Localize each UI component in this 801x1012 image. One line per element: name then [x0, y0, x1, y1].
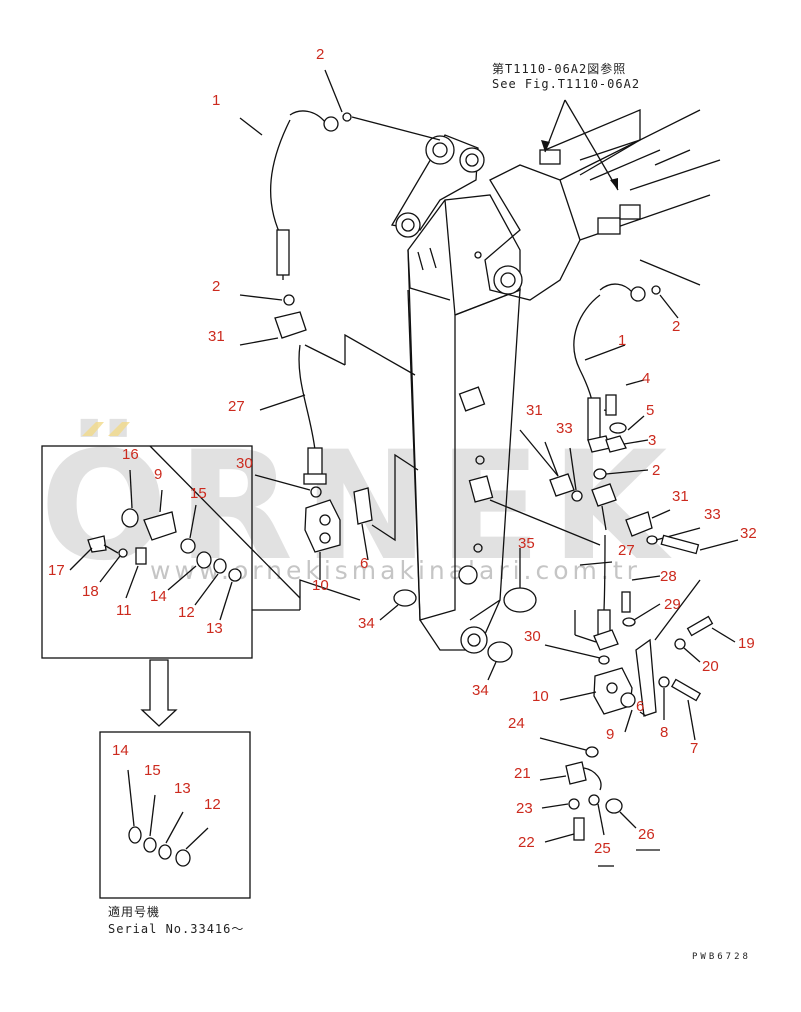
ref-32: 32 [740, 525, 757, 542]
ref-31: 31 [672, 488, 689, 505]
ref-1: 1 [618, 332, 627, 349]
ref-14: 14 [150, 588, 167, 605]
ref-19: 19 [738, 635, 755, 652]
ref-11: 11 [116, 602, 132, 619]
valve-right [559, 579, 736, 741]
see-fig-en: See Fig.T1110-06A2 [492, 77, 641, 91]
ref-17: 17 [48, 562, 65, 579]
ref-20: 20 [702, 658, 719, 675]
ref-14: 14 [112, 742, 129, 759]
inset-box [41, 445, 301, 659]
ref-30: 30 [524, 628, 541, 645]
ref-13: 13 [206, 620, 223, 637]
ref-13: 13 [174, 780, 191, 797]
drawing-code: PWB6728 [692, 952, 751, 962]
hose-left [239, 69, 441, 306]
ref-10: 10 [532, 688, 549, 705]
part-34 [487, 641, 513, 663]
ref-21: 21 [514, 765, 531, 782]
ref-25: 25 [594, 840, 611, 857]
ref-27: 27 [228, 398, 245, 415]
down-arrow [140, 659, 178, 727]
ref-33: 33 [704, 506, 721, 523]
ref-27: 27 [618, 542, 635, 559]
ref-22: 22 [518, 834, 535, 851]
ref-5: 5 [646, 402, 655, 419]
serial-jp: 適用号機 [108, 905, 161, 919]
hose-right-27 [544, 534, 661, 665]
ref-15: 15 [190, 485, 207, 502]
ref-35: 35 [518, 535, 535, 552]
hose-right [573, 283, 679, 480]
ref-34: 34 [472, 682, 489, 699]
ref-8: 8 [660, 724, 669, 741]
ref-2: 2 [316, 46, 325, 63]
ref-9: 9 [606, 726, 615, 743]
ref-2: 2 [212, 278, 221, 295]
ref-6: 6 [360, 555, 369, 572]
ref-18: 18 [82, 583, 99, 600]
clamp-left [239, 311, 416, 498]
ref-26: 26 [638, 826, 655, 843]
boom-top [484, 109, 721, 301]
ref-1: 1 [212, 92, 221, 109]
ref-9: 9 [154, 466, 163, 483]
arm-body [390, 134, 521, 654]
inset-box-serial [99, 731, 251, 899]
ref-2: 2 [652, 462, 661, 479]
valve-left [299, 453, 419, 621]
ref-2: 2 [672, 318, 681, 335]
ref-7: 7 [690, 740, 699, 757]
ref-24: 24 [508, 715, 525, 732]
ref-33: 33 [556, 420, 573, 437]
ref-34: 34 [358, 615, 375, 632]
lower-parts [539, 737, 660, 867]
ref-3: 3 [648, 432, 657, 449]
reference-arrows [541, 99, 619, 191]
serial-en: Serial No.33416～ [108, 922, 245, 936]
ref-12: 12 [178, 604, 195, 621]
see-fig-jp: 第T1110-06A2図参照 [492, 62, 627, 76]
part-35 [503, 587, 537, 613]
ref-10: 10 [312, 577, 329, 594]
ref-29: 29 [664, 596, 681, 613]
ref-31: 31 [526, 402, 543, 419]
watermark: ÖRNEK [40, 420, 678, 594]
ref-6: 6 [636, 698, 645, 715]
ref-16: 16 [122, 446, 139, 463]
ref-30: 30 [236, 455, 253, 472]
ref-15: 15 [144, 762, 161, 779]
ref-23: 23 [516, 800, 533, 817]
ref-28: 28 [660, 568, 677, 585]
ref-12: 12 [204, 796, 221, 813]
ref-4: 4 [642, 370, 651, 387]
clamp-right [489, 429, 739, 555]
ref-31: 31 [208, 328, 225, 345]
